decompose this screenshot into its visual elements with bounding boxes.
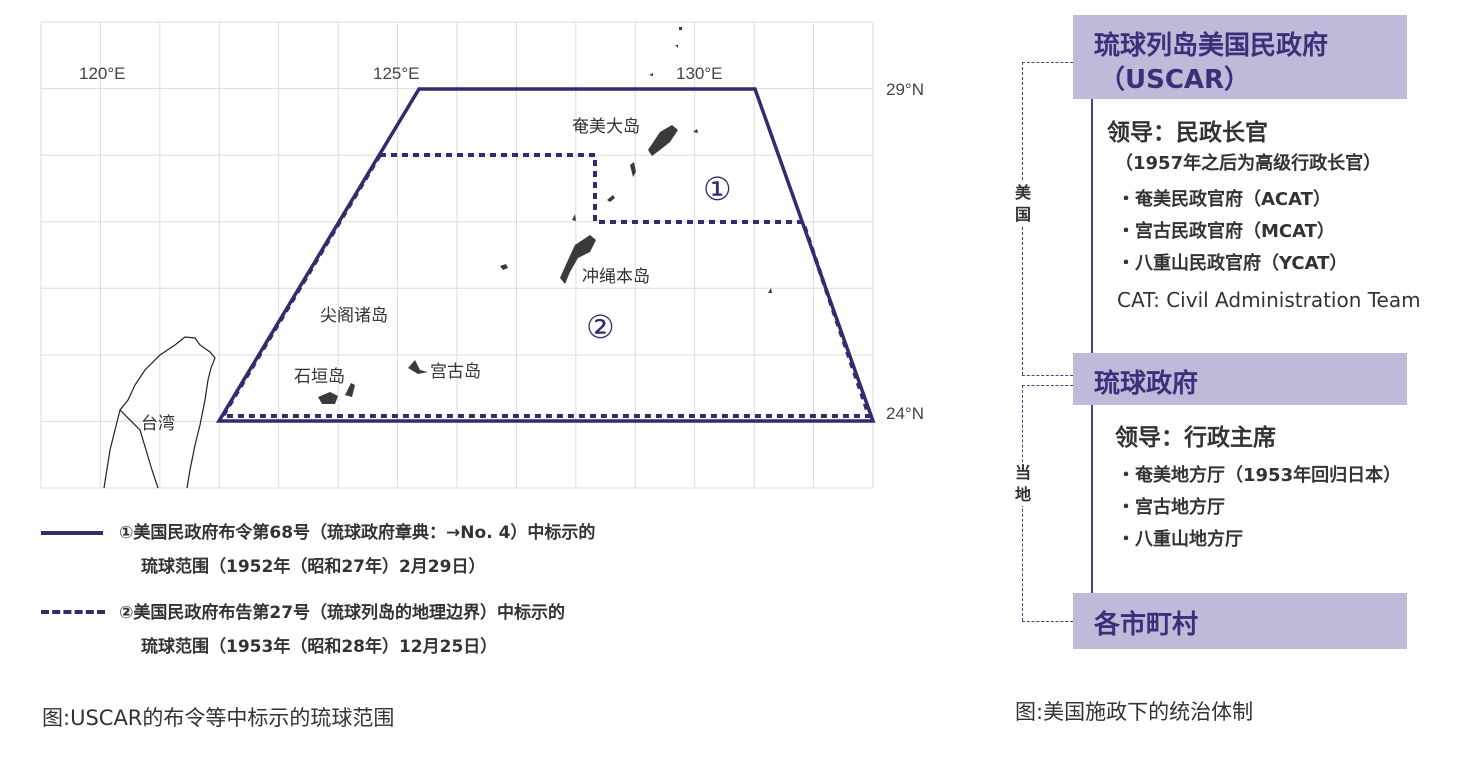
uscar-box: 琉球列岛美国民政府 （USCAR） <box>1073 15 1407 99</box>
map <box>40 21 876 489</box>
label-senkaku: 尖阁诸岛 <box>320 306 388 326</box>
local-bracket-bottom <box>1022 621 1073 622</box>
grg-item-miyako: ・宫古地方厅 <box>1117 497 1225 518</box>
local-bracket-top <box>1022 385 1073 386</box>
uscar-item-ycat: ・八重山民政官府（YCAT） <box>1117 253 1348 274</box>
grg-leader: 领导：行政主席 <box>1115 425 1276 451</box>
legend-2-line1: ②美国民政府布告第27号（琉球列岛的地理边界）中标示的 <box>119 603 566 623</box>
legend-item-2: ②美国民政府布告第27号（琉球列岛的地理边界）中标示的 琉球范围（1953年（昭… <box>119 596 565 664</box>
uscar-abbr: （USCAR） <box>1099 65 1251 95</box>
label-miyako: 宫古岛 <box>430 362 481 382</box>
label-okinawa: 冲绳本岛 <box>582 267 650 287</box>
lat-label-24: 24°N <box>886 404 924 423</box>
legend-1-line2: 琉球范围（1952年（昭和27年）2月29日） <box>141 557 486 577</box>
amami-island <box>648 125 678 156</box>
miyako-island <box>408 360 428 374</box>
uscar-leader: 领导：民政长官 <box>1107 120 1268 146</box>
uscar-item-acat: ・奄美民政官府（ACAT） <box>1117 189 1331 210</box>
grg-item-yaeyama: ・八重山地方厅 <box>1117 529 1243 550</box>
taiwan-outline <box>103 336 216 489</box>
grg-title: 琉球政府 <box>1094 369 1199 399</box>
lat-label-29: 29°N <box>886 80 924 99</box>
region-2-boundary <box>219 153 872 418</box>
us-label: 美国 <box>1014 182 1032 226</box>
municipalities-title: 各市町村 <box>1094 610 1199 640</box>
lon-label-125: 125°E <box>373 64 420 83</box>
label-amami: 奄美大岛 <box>572 117 640 137</box>
org-caption: 图:美国施政下的统治体制 <box>1015 700 1254 724</box>
legend-solid-line-icon <box>41 531 103 535</box>
label-taiwan: 台湾 <box>141 414 175 434</box>
grg-box: 琉球政府 <box>1073 353 1407 405</box>
label-ishigaki: 石垣岛 <box>294 367 345 387</box>
ishigaki-island <box>318 392 338 404</box>
uscar-title: 琉球列岛美国民政府 <box>1094 31 1329 61</box>
uscar-note: （1957年之后为高级行政长官） <box>1115 153 1382 174</box>
region-1-marker: ① <box>703 170 732 208</box>
uscar-item-mcat: ・宫古民政官府（MCAT） <box>1117 221 1335 242</box>
lon-label-130: 130°E <box>676 64 723 83</box>
legend-2-line2: 琉球范围（1953年（昭和28年）12月25日） <box>141 637 498 657</box>
legend-1-line1: ①美国民政府布令第68号（琉球政府章典：→No. 4）中标示的 <box>119 523 596 543</box>
us-bracket-bottom <box>1022 375 1073 376</box>
map-caption: 图:USCAR的布令等中标示的琉球范围 <box>42 706 395 730</box>
legend-dashed-line-icon <box>41 610 105 614</box>
local-label: 当地 <box>1014 462 1032 506</box>
us-bracket-top <box>1022 62 1073 63</box>
lon-label-120: 120°E <box>79 64 126 83</box>
islands <box>318 27 772 404</box>
okinawa-island <box>560 235 596 284</box>
legend-item-1: ①美国民政府布令第68号（琉球政府章典：→No. 4）中标示的 琉球范围（195… <box>119 516 595 584</box>
cat-footnote: CAT: Civil Administration Team <box>1117 288 1421 312</box>
region-2-marker: ② <box>586 308 615 346</box>
hierarchy-connector <box>1091 99 1093 593</box>
municipalities-box: 各市町村 <box>1073 593 1407 649</box>
grg-item-amami: ・奄美地方厅（1953年回归日本） <box>1117 465 1402 486</box>
